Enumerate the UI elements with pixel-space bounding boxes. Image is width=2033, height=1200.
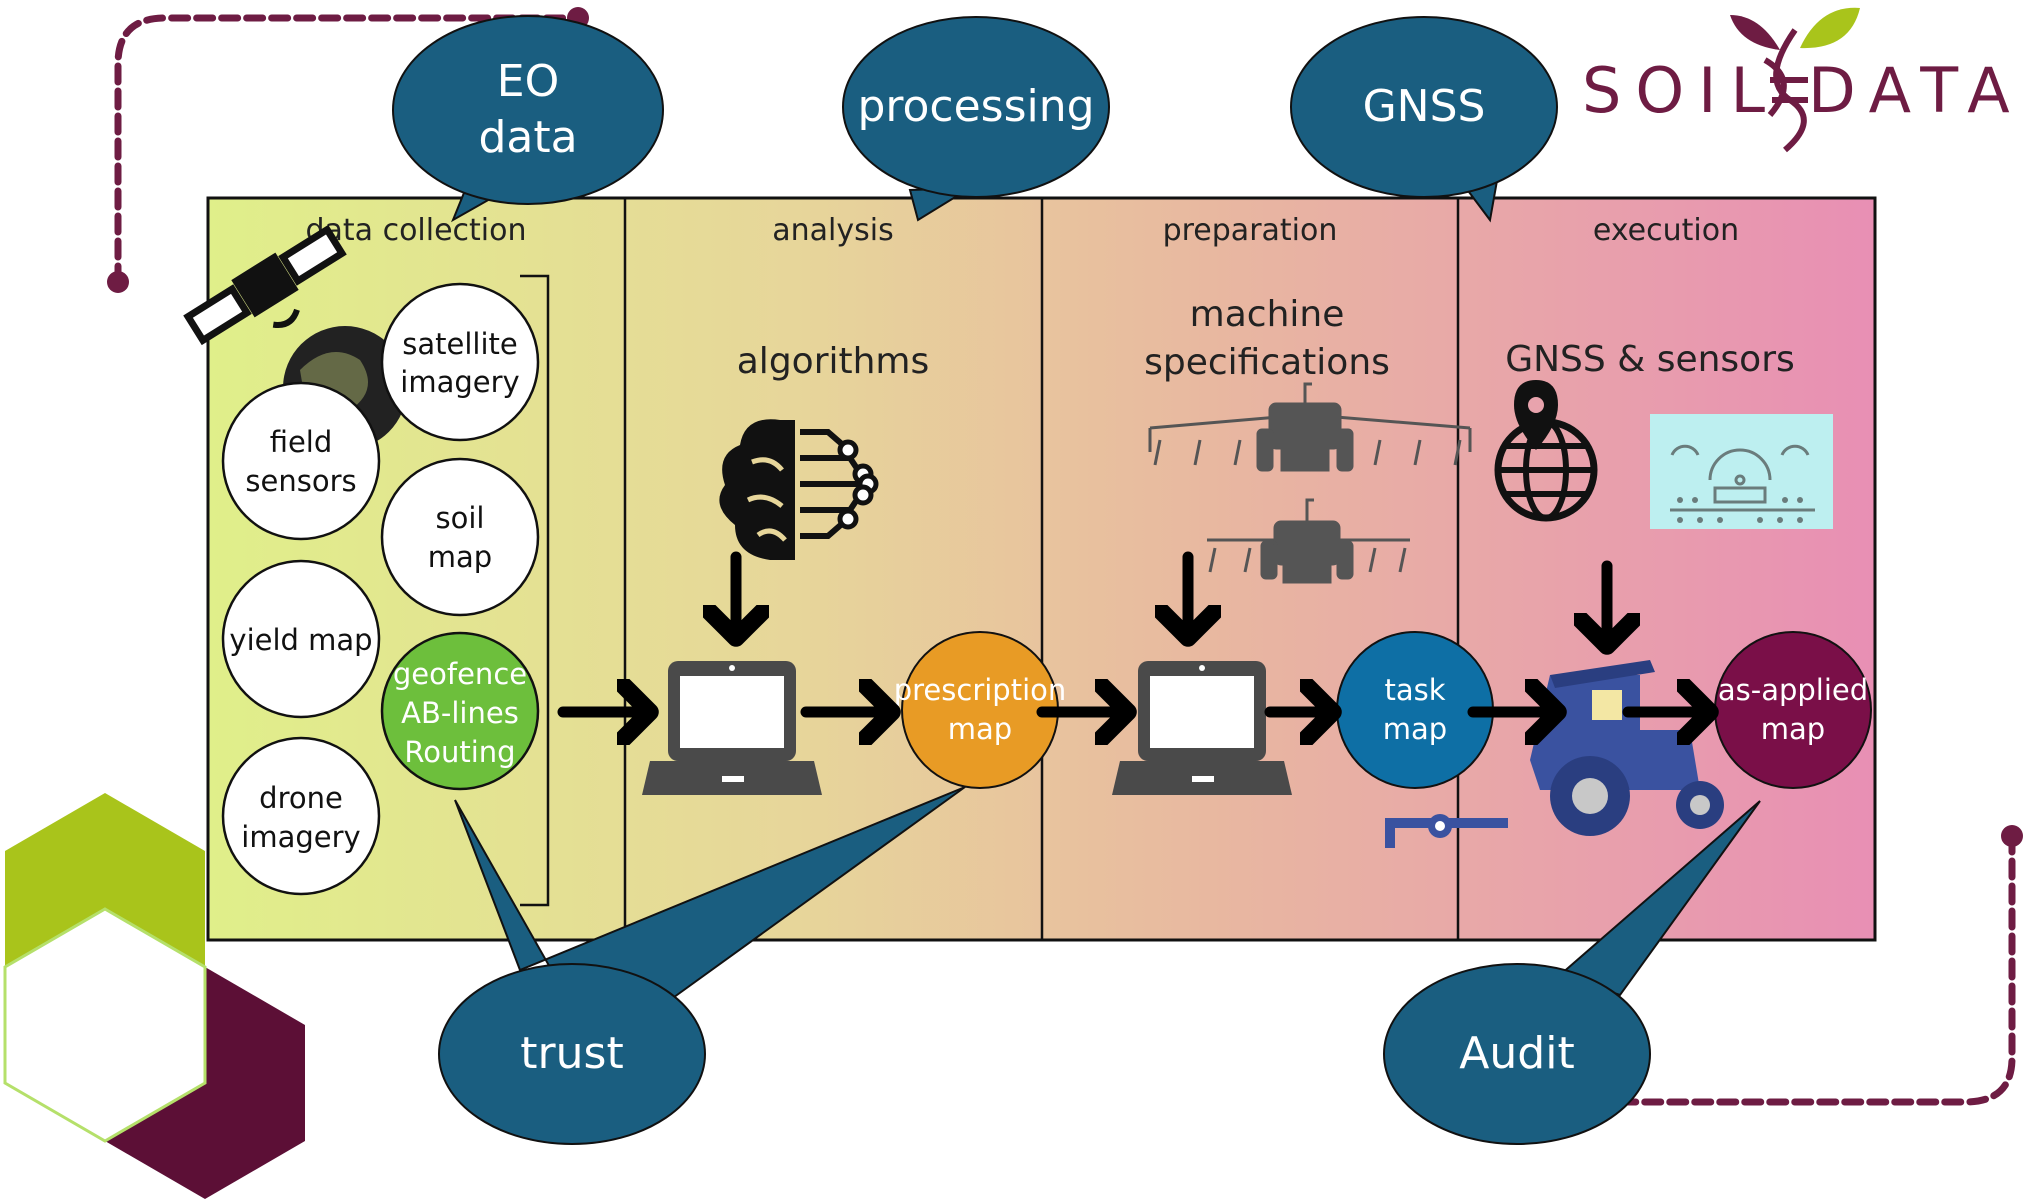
svg-text:Routing: Routing	[404, 735, 515, 769]
prescription-map-node: prescription map	[894, 631, 1067, 789]
bubble-trust: trust	[438, 786, 966, 1145]
laptop-icon-2	[1112, 661, 1292, 795]
svg-text:drone: drone	[259, 781, 343, 815]
bubble-eo-data: EO data	[392, 15, 664, 223]
heading-specifications: specifications	[1144, 342, 1390, 383]
svg-text:processing: processing	[857, 81, 1094, 132]
bubble-processing: processing	[842, 16, 1110, 222]
dna-leaf-icon	[1763, 28, 1808, 153]
leaf-icon	[1730, 15, 1780, 50]
source-bracket	[520, 274, 550, 907]
column-title-data-collection: data collection	[305, 213, 526, 248]
bubble-audit: Audit	[1383, 800, 1761, 1145]
connector-dot-bottom	[2001, 825, 2023, 847]
svg-text:trust: trust	[520, 1028, 623, 1079]
task-map-node: task map	[1336, 631, 1494, 789]
source-field-sensors: field sensors	[221, 381, 381, 541]
svg-text:EO: EO	[497, 56, 559, 107]
as-applied-map-node: as-applied map	[1714, 631, 1872, 789]
connector-dot-top-a	[107, 271, 129, 293]
ai-brain-icon	[719, 419, 879, 560]
svg-text:prescription: prescription	[894, 673, 1067, 707]
tractor-icon	[1385, 660, 1724, 848]
svg-text:imagery: imagery	[241, 820, 360, 854]
column-title-execution: execution	[1593, 213, 1739, 248]
soildata-logo: SOIL DATA	[1582, 7, 2024, 153]
location-globe-icon	[1494, 380, 1598, 522]
flow-arrows	[557, 551, 1710, 712]
svg-text:GNSS: GNSS	[1363, 81, 1486, 132]
heading-machine: machine	[1190, 294, 1345, 335]
heading-gnss-sensors: GNSS & sensors	[1505, 339, 1795, 380]
column-title-analysis: analysis	[772, 213, 893, 248]
heading-algorithms: algorithms	[737, 341, 930, 382]
svg-text:geofence: geofence	[393, 657, 527, 691]
svg-text:task: task	[1384, 673, 1445, 707]
svg-text:AB-lines: AB-lines	[401, 696, 519, 730]
svg-text:map: map	[1761, 712, 1825, 746]
svg-text:DATA: DATA	[1808, 54, 2024, 127]
svg-text:soil: soil	[436, 501, 485, 535]
svg-text:map: map	[948, 712, 1012, 746]
svg-text:map: map	[428, 540, 492, 574]
source-yield-map: yield map	[221, 559, 381, 719]
svg-text:data: data	[478, 112, 577, 163]
source-soil-map: soil map	[380, 457, 540, 617]
svg-text:yield map: yield map	[229, 623, 372, 657]
sprayer-tractor-icon	[1148, 382, 1472, 472]
laptop-icon	[642, 661, 822, 795]
leaf-icon	[1800, 7, 1860, 49]
source-geofence: geofence AB-lines Routing	[380, 631, 540, 791]
hexagon-cube-icon	[3, 793, 305, 1199]
dashed-connector-top	[114, 14, 582, 286]
source-drone-imagery: drone imagery	[221, 736, 381, 896]
sprayer-tractor-icon-2	[1207, 498, 1410, 584]
svg-text:sensors: sensors	[245, 464, 356, 498]
dashboard-icon	[1650, 414, 1833, 529]
svg-text:Audit: Audit	[1459, 1028, 1574, 1079]
bubble-gnss: GNSS	[1290, 16, 1558, 223]
svg-text:imagery: imagery	[400, 365, 519, 399]
satellite-icon	[183, 224, 347, 346]
source-satellite-imagery: satellite imagery	[380, 282, 540, 442]
svg-text:satellite: satellite	[402, 327, 517, 361]
svg-text:as-applied: as-applied	[1718, 673, 1868, 707]
column-title-preparation: preparation	[1163, 213, 1338, 248]
dashed-connector-bottom	[1621, 832, 2016, 1106]
svg-text:map: map	[1383, 712, 1447, 746]
svg-text:SOIL: SOIL	[1582, 54, 1779, 127]
svg-text:field: field	[270, 425, 333, 459]
